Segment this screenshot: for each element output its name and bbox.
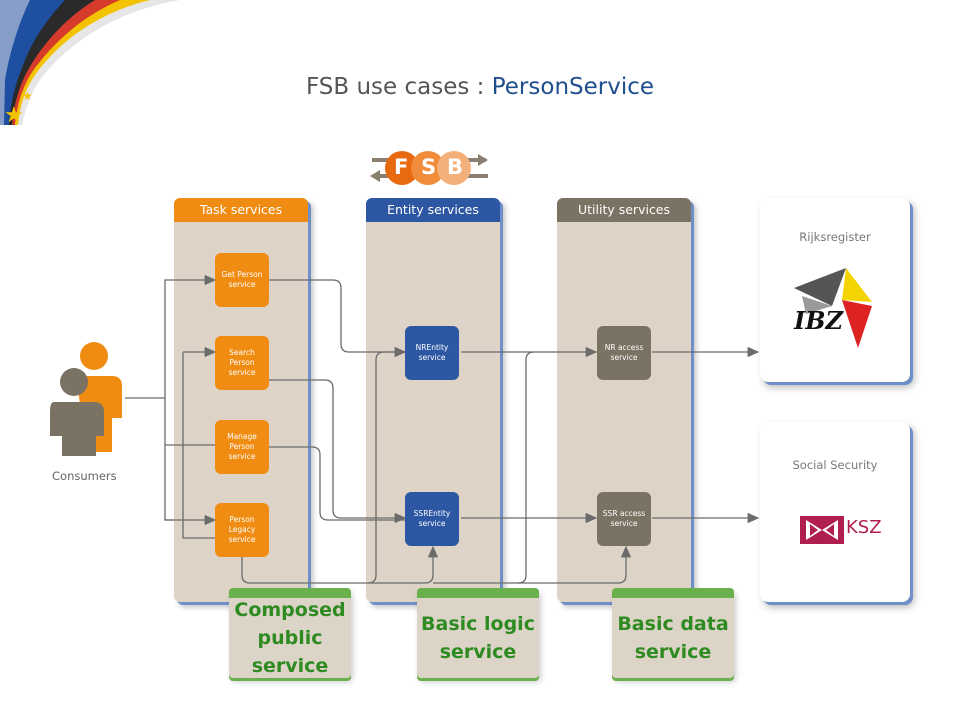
entity-services-header: Entity services — [366, 198, 500, 222]
eu-flag-decoration: ★ ★ — [0, 0, 180, 125]
fsb-logo-letter: S — [421, 155, 437, 179]
task-services-header: Task services — [174, 198, 308, 222]
manage-person-service[interactable]: Manage Person service — [215, 420, 269, 474]
basic-logic-service-label: Basic logic service — [417, 588, 539, 678]
fsb-logo-letter: B — [447, 155, 464, 179]
svg-text:★: ★ — [4, 103, 24, 125]
fsb-logo: F S B — [368, 150, 492, 186]
ssr-access-service[interactable]: SSR access service — [597, 492, 651, 546]
basic-data-service-label: Basic data service — [612, 588, 734, 678]
ibz-logo-text: IBZ — [794, 306, 844, 335]
ksz-logo-text: KSZ — [846, 517, 882, 538]
fsb-logo-letter: F — [394, 155, 409, 179]
consumers-label: Consumers — [52, 469, 117, 483]
social-security-label: Social Security — [792, 458, 878, 472]
nrentity-service[interactable]: NREntity service — [405, 326, 459, 380]
person-legacy-service[interactable]: Person Legacy service — [215, 503, 269, 557]
nr-access-service[interactable]: NR access service — [597, 326, 651, 380]
ibz-logo — [794, 268, 872, 348]
svg-text:★: ★ — [22, 89, 33, 103]
consumers-icon — [50, 342, 122, 456]
utility-services-header: Utility services — [557, 198, 691, 222]
rijksregister-panel: Rijksregister IBZ — [760, 198, 910, 382]
get-person-service[interactable]: Get Person service — [215, 253, 269, 307]
rijksregister-label: Rijksregister — [799, 230, 871, 244]
ksz-logo — [800, 516, 844, 544]
search-person-service[interactable]: Search Person service — [215, 336, 269, 390]
composed-public-service-label: Composed public service — [229, 588, 351, 678]
ssrentity-service[interactable]: SSREntity service — [405, 492, 459, 546]
social-security-panel: Social Security KSZ — [760, 422, 910, 602]
page-title: FSB use cases : PersonService — [305, 74, 655, 100]
